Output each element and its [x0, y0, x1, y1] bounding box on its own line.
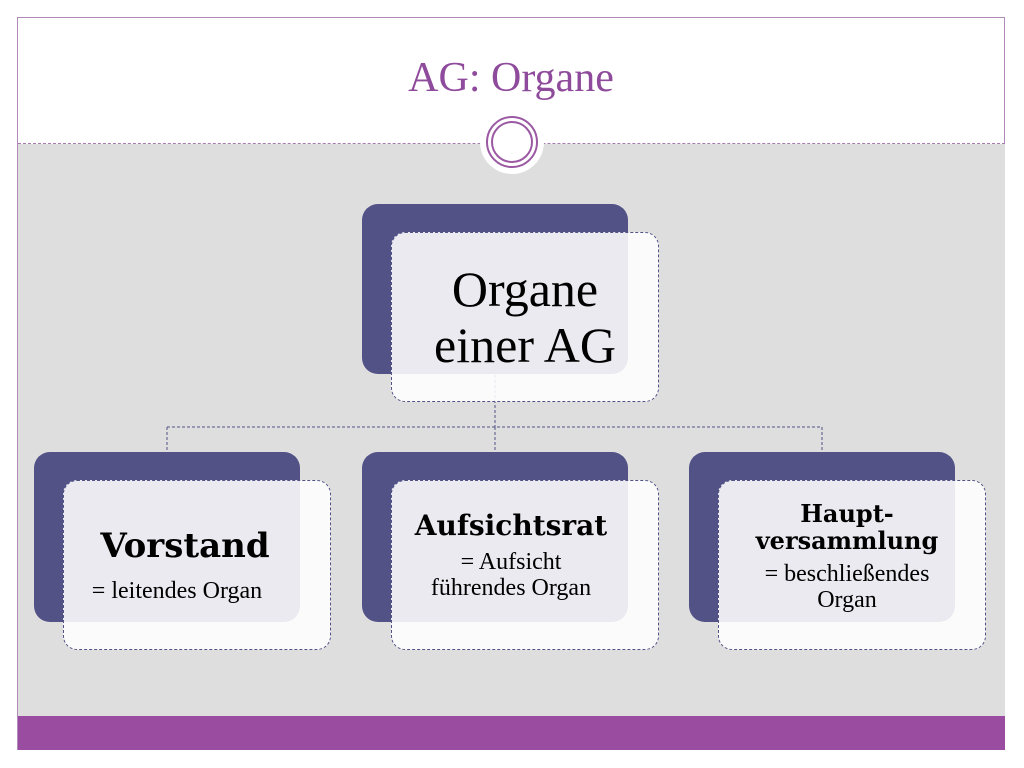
- hauptversammlung-heading-line1: Haupt-: [800, 499, 894, 528]
- hauptversammlung-description-line2: Organ: [817, 587, 877, 613]
- root-node-line1: Organe: [451, 261, 599, 317]
- vorstand-heading: Vorstand: [100, 526, 270, 566]
- slide-title: AG: Organe: [408, 55, 614, 101]
- aufsichtsrat-node: Aufsichtsrat = Aufsicht führendes Organ: [391, 480, 659, 650]
- aufsichtsrat-description-line2: führendes Organ: [430, 575, 592, 601]
- hauptversammlung-node: Haupt- versammlung = beschließendes Orga…: [718, 480, 986, 650]
- vorstand-description: = leitendes Organ: [91, 578, 263, 604]
- vorstand-node: Vorstand = leitendes Organ: [63, 480, 331, 650]
- hauptversammlung-description-line1: = beschließendes: [764, 561, 930, 587]
- root-node: Organe einer AG: [391, 232, 659, 402]
- footer-bar: [18, 716, 1005, 750]
- aufsichtsrat-description-line1: = Aufsicht: [460, 549, 562, 575]
- root-node-line2: einer AG: [434, 317, 616, 373]
- ring-ornament-icon: [486, 116, 538, 168]
- aufsichtsrat-heading: Aufsichtsrat: [414, 509, 608, 542]
- hauptversammlung-heading-line2: versammlung: [755, 526, 939, 555]
